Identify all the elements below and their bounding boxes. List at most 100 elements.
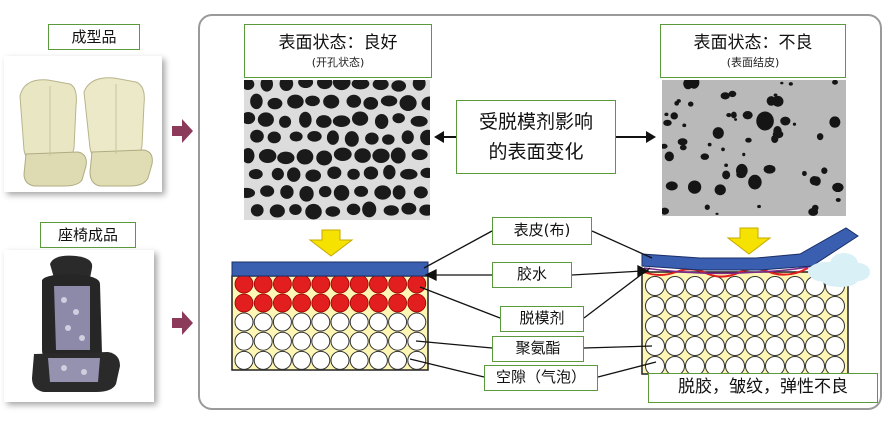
skin-spot xyxy=(726,113,732,118)
cloud-icon xyxy=(808,253,870,287)
void-bubble xyxy=(272,331,292,351)
skin-spot xyxy=(816,133,824,141)
molded-seat-illustration xyxy=(4,56,162,192)
cell-pore xyxy=(372,148,390,163)
skin-spot xyxy=(773,93,778,97)
void-bubble xyxy=(253,331,273,351)
cell-pore xyxy=(333,147,352,161)
skin-spot xyxy=(835,197,841,202)
finished-seat-illustration xyxy=(4,250,154,402)
skin-spot xyxy=(748,174,762,190)
cell-pore xyxy=(392,113,405,124)
cell-pore xyxy=(344,131,359,147)
skin-spot xyxy=(821,167,828,175)
cell-pore xyxy=(260,185,275,197)
cell-pore xyxy=(401,202,417,215)
molded-product-label: 成型品 xyxy=(48,24,140,50)
polyurethane-callout: 聚氨酯 xyxy=(492,336,584,362)
void-bubble xyxy=(685,276,705,296)
cell-pore xyxy=(248,169,263,180)
skin-spot xyxy=(677,138,688,146)
cell-pore xyxy=(392,185,406,200)
skin-spot xyxy=(730,111,737,119)
bad-state-box: 表面状态：不良 (表面结皮) xyxy=(660,24,846,78)
cell-pore xyxy=(351,80,370,90)
void-bubble xyxy=(725,276,745,296)
release-agent-particle xyxy=(253,293,273,313)
skin-spot xyxy=(687,101,694,107)
release-agent-particle xyxy=(292,293,312,313)
good-state-box: 表面状态：良好 (开孔状态) xyxy=(244,24,432,78)
skin-spot xyxy=(809,176,819,186)
void-bubble xyxy=(765,336,785,356)
release-agent-particle xyxy=(311,293,331,313)
bad-state-subtitle: (表面结皮) xyxy=(726,56,780,69)
release-agent-particle xyxy=(234,274,254,294)
cell-pore xyxy=(316,115,332,128)
cell-pore xyxy=(380,95,398,107)
cell-pore xyxy=(289,204,302,215)
release-agent-particle xyxy=(388,274,408,294)
void-bubble xyxy=(349,331,369,351)
void-bubble xyxy=(645,316,665,336)
void-bubble xyxy=(785,296,805,316)
void-bubble xyxy=(645,276,665,296)
void-bubble xyxy=(765,316,785,336)
skin-spot xyxy=(704,204,710,210)
main-panel xyxy=(198,14,882,410)
skin-spot xyxy=(674,100,680,106)
release-agent-particle xyxy=(253,274,273,294)
release-agent-callout: 脱模剂 xyxy=(500,306,584,332)
skin-spot xyxy=(682,123,687,128)
void-bubble xyxy=(745,336,765,356)
cell-pore xyxy=(250,129,264,143)
cell-pore xyxy=(365,132,379,145)
cell-pore xyxy=(401,130,414,145)
void-bubble xyxy=(272,312,292,332)
cell-pore xyxy=(305,169,322,182)
void-bubble xyxy=(330,331,350,351)
cell-pore xyxy=(244,80,255,90)
cell-pore xyxy=(363,166,379,180)
void-bubble xyxy=(765,276,785,296)
cell-pore xyxy=(372,80,389,91)
down-arrow-icon xyxy=(726,227,772,255)
release-agent-particle xyxy=(407,293,427,313)
void-bubble xyxy=(292,312,312,332)
skin-spot xyxy=(772,130,784,139)
cell-pore xyxy=(421,96,430,111)
arrow-right-icon xyxy=(172,119,193,143)
cell-pore xyxy=(363,97,379,110)
cell-pore xyxy=(317,80,333,90)
good-layer-diagram xyxy=(231,261,429,371)
void-bubble xyxy=(665,336,685,356)
void-bubble xyxy=(388,350,408,370)
void-bubble xyxy=(349,312,369,332)
cell-pore xyxy=(346,94,362,108)
release-agent-particle xyxy=(311,274,331,294)
void-bubble xyxy=(388,312,408,332)
double-arrow-right xyxy=(616,131,656,143)
cell-pore xyxy=(257,112,274,127)
arrow-right-icon xyxy=(172,311,193,335)
cell-pore xyxy=(413,186,428,199)
skin-spot xyxy=(734,118,738,121)
void-bubble xyxy=(685,296,705,316)
cell-pore xyxy=(332,115,351,127)
skin-spot xyxy=(665,181,678,191)
void-bubble xyxy=(253,350,273,370)
release-agent-particle xyxy=(368,274,388,294)
skin-spot xyxy=(763,164,776,174)
release-agent-particle xyxy=(349,274,369,294)
cell-pore xyxy=(399,95,417,111)
skin-spot xyxy=(802,170,807,177)
effect-line-1: 受脱模剂影响 xyxy=(478,111,593,133)
cell-pore xyxy=(419,204,430,216)
skin-spot xyxy=(712,127,724,139)
cell-pore xyxy=(250,204,264,217)
void-bubble xyxy=(725,316,745,336)
void-bubble xyxy=(805,316,825,336)
cell-pore xyxy=(391,80,407,92)
cell-pore xyxy=(305,203,322,220)
